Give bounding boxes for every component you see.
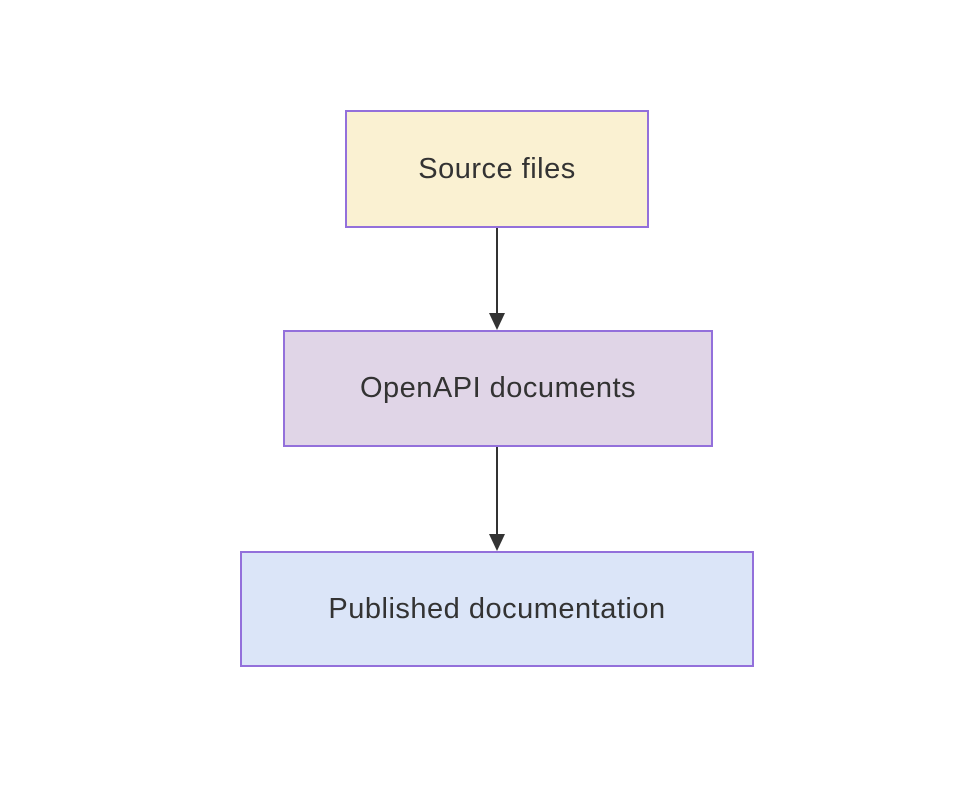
arrow-openapi-to-published (488, 447, 506, 551)
node-published-documentation-label: Published documentation (328, 592, 666, 625)
node-published-documentation: Published documentation (240, 551, 754, 667)
node-source-files: Source files (345, 110, 649, 228)
node-source-files-label: Source files (418, 152, 576, 185)
node-openapi-documents: OpenAPI documents (283, 330, 713, 447)
node-openapi-documents-label: OpenAPI documents (359, 372, 637, 404)
arrow-line (496, 228, 498, 315)
arrow-source-to-openapi (488, 228, 506, 330)
arrowhead-down-icon (489, 534, 505, 551)
arrow-line (496, 447, 498, 536)
arrowhead-down-icon (489, 313, 505, 330)
